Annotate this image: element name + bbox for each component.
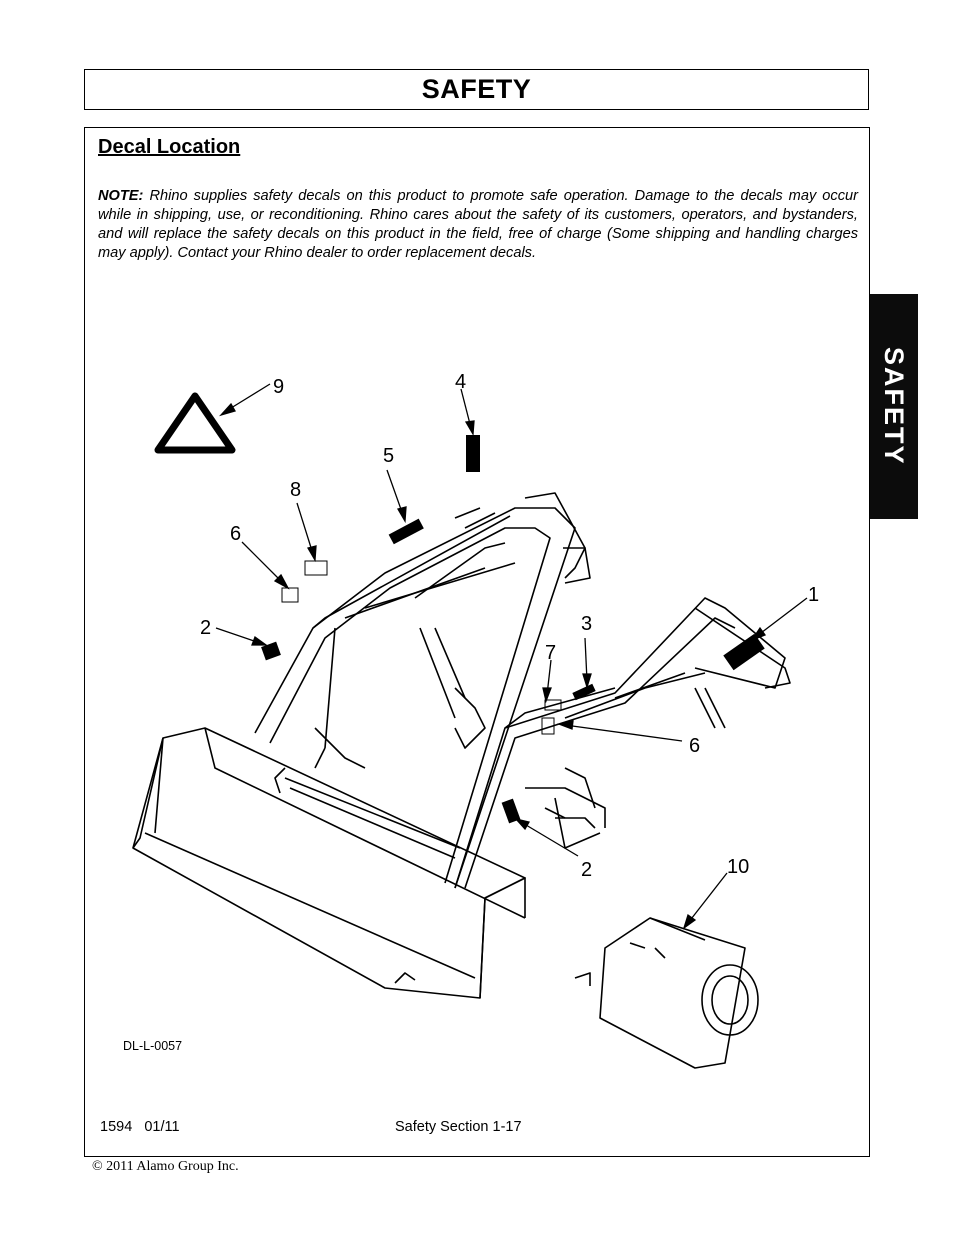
page-title: SAFETY bbox=[421, 74, 532, 104]
footer-doc-number: 1594 01/11 bbox=[100, 1119, 180, 1135]
section-tab-label: SAFETY bbox=[879, 347, 909, 466]
bucket bbox=[132, 727, 526, 999]
decal-2-left bbox=[261, 641, 281, 661]
section-heading: Decal Location bbox=[98, 136, 241, 158]
footer-page-label: Safety Section 1-17 bbox=[395, 1119, 522, 1135]
decal-5 bbox=[388, 518, 424, 545]
callout-2-left: 2 bbox=[200, 617, 211, 639]
decal-8 bbox=[304, 560, 328, 576]
decal-1 bbox=[723, 633, 765, 671]
callout-2-right: 2 bbox=[581, 859, 592, 881]
callout-numbers: 9 4 5 8 6 2 1 3 7 6 2 10 bbox=[200, 371, 819, 881]
page-header: SAFETY bbox=[84, 69, 869, 110]
decal-4 bbox=[466, 435, 480, 472]
pto-guard bbox=[574, 917, 759, 1069]
decal-7 bbox=[544, 699, 562, 711]
small-decal-outlines bbox=[281, 560, 562, 735]
content-panel: Decal Location NOTE: Rhino supplies safe… bbox=[84, 127, 870, 1157]
decal-6-right bbox=[541, 717, 555, 735]
callout-leaders bbox=[215, 383, 808, 930]
figure-id: DL-L-0057 bbox=[123, 1039, 183, 1053]
right-loader-arm bbox=[454, 597, 791, 889]
callout-4: 4 bbox=[455, 371, 466, 393]
callout-3: 3 bbox=[581, 613, 592, 635]
section-tab: SAFETY bbox=[869, 294, 918, 519]
decal-marks bbox=[261, 435, 765, 824]
note-paragraph: NOTE: Rhino supplies safety decals on th… bbox=[98, 187, 858, 263]
copyright-notice: © 2011 Alamo Group Inc. bbox=[92, 1159, 239, 1174]
note-text: Rhino supplies safety decals on this pro… bbox=[98, 188, 858, 261]
callout-5: 5 bbox=[383, 445, 394, 467]
left-loader-arm bbox=[254, 492, 591, 889]
decal-3 bbox=[572, 683, 596, 701]
decal-2-right bbox=[501, 798, 521, 824]
callout-6-right: 6 bbox=[689, 735, 700, 757]
smv-emblem-icon bbox=[154, 392, 236, 454]
callout-8: 8 bbox=[290, 479, 301, 501]
callout-7: 7 bbox=[545, 642, 556, 664]
note-label: NOTE: bbox=[98, 188, 144, 204]
callout-9: 9 bbox=[273, 376, 284, 398]
callout-1: 1 bbox=[808, 584, 819, 606]
callout-10: 10 bbox=[727, 856, 749, 878]
callout-6-left: 6 bbox=[230, 523, 241, 545]
decal-6-left bbox=[281, 587, 299, 603]
decal-location-diagram: 9 4 5 8 6 2 1 3 7 6 2 10 bbox=[132, 371, 819, 1069]
